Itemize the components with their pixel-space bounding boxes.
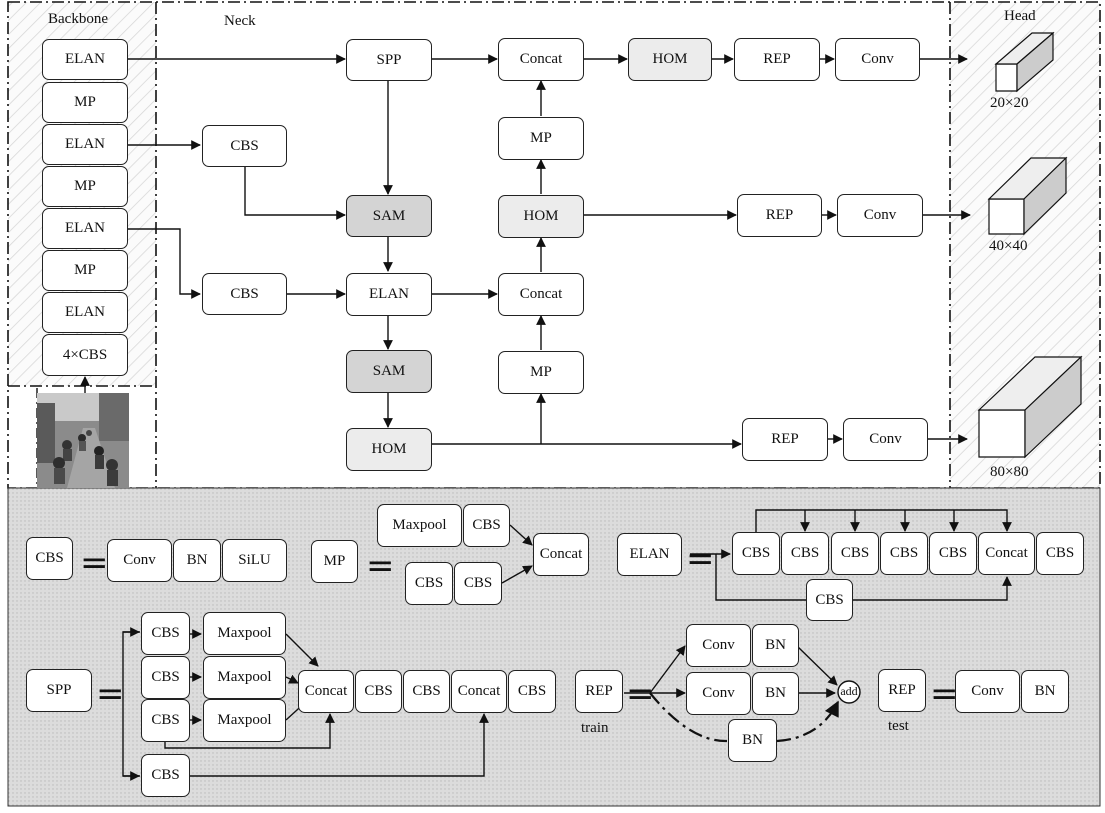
legend-elan-name: ELAN [617, 533, 682, 576]
legend-rep-train-conv: Conv [686, 624, 751, 667]
legend-spp-maxpool: Maxpool [203, 699, 286, 742]
backbone-block: 4×CBS [42, 334, 128, 376]
neck-conv-top: Conv [835, 38, 920, 81]
legend-rep-train-conv: Conv [686, 672, 751, 715]
legend-mp-name: MP [311, 540, 358, 583]
neck-mp-upper: MP [498, 117, 584, 160]
neck-concat-mid: Concat [498, 273, 584, 316]
legend-spp-part: CBS [508, 670, 556, 713]
legend-elan-part: CBS [781, 532, 829, 575]
legend-spp-part: CBS [403, 670, 450, 713]
legend-mp-concat: Concat [533, 533, 589, 576]
head-scale-80: 80×80 [990, 464, 1029, 480]
legend-elan-part: CBS [732, 532, 780, 575]
legend-spp-cbs: CBS [141, 699, 190, 742]
neck-mp-lower: MP [498, 351, 584, 394]
equals-sign: = [80, 543, 109, 583]
neck-section-label: Neck [224, 13, 256, 29]
legend-spp-cbs: CBS [141, 656, 190, 699]
neck-conv-mid: Conv [837, 194, 923, 237]
neck-rep-top: REP [734, 38, 820, 81]
backbone-block: ELAN [42, 292, 128, 333]
backbone-block: MP [42, 82, 128, 123]
legend-mp-part: Maxpool [377, 504, 462, 547]
legend-spp-cbs: CBS [141, 754, 190, 797]
equals-sign: = [366, 546, 395, 586]
legend-rep-train-bn: BN [752, 624, 799, 667]
legend-rep-train-bn: BN [752, 672, 799, 715]
equals-sign: = [686, 539, 715, 579]
legend-rep-train-bn: BN [728, 719, 777, 762]
head-section-label: Head [1004, 8, 1036, 24]
head-cuboids [977, 31, 1083, 459]
legend-spp-maxpool: Maxpool [203, 612, 286, 655]
neck-cbs-upper: CBS [202, 125, 287, 167]
legend-rep-train-name: REP [575, 670, 623, 713]
neck-rep-mid: REP [737, 194, 822, 237]
add-node [837, 680, 861, 704]
legend-cbs-name: CBS [26, 537, 73, 580]
equals-sign: = [96, 674, 125, 714]
head-scale-40: 40×40 [989, 238, 1028, 254]
equals-sign: = [626, 674, 655, 714]
backbone-block: ELAN [42, 39, 128, 80]
input-image [37, 393, 129, 488]
legend-spp-concat: Concat [298, 670, 354, 713]
backbone-block: ELAN [42, 124, 128, 165]
legend-spp-part: CBS [355, 670, 402, 713]
legend-spp-maxpool: Maxpool [203, 656, 286, 699]
legend-cbs-part: BN [173, 539, 221, 582]
legend-elan-part: CBS [1036, 532, 1084, 575]
neck-spp: SPP [346, 39, 432, 81]
neck-elan: ELAN [346, 273, 432, 316]
head-scale-20: 20×20 [990, 95, 1029, 111]
legend-elan-part: CBS [929, 532, 977, 575]
backbone-block: ELAN [42, 208, 128, 249]
legend-mp-part: CBS [405, 562, 453, 605]
cuboid-80 [977, 355, 1083, 459]
legend-rep-test-caption: test [888, 718, 909, 734]
neck-hom-bottom: HOM [346, 428, 432, 471]
legend-elan-part: CBS [831, 532, 879, 575]
legend-mp-part: CBS [463, 504, 510, 547]
backbone-block: MP [42, 250, 128, 291]
neck-hom-mid: HOM [498, 195, 584, 238]
neck-sam-lower: SAM [346, 350, 432, 393]
add-node-label: add [840, 684, 858, 698]
legend-cbs-part: Conv [107, 539, 172, 582]
legend-elan-part: CBS [880, 532, 928, 575]
legend-spp-name: SPP [26, 669, 92, 712]
neck-rep-bottom: REP [742, 418, 828, 461]
legend-rep-test-part: Conv [955, 670, 1020, 713]
legend-spp-concat: Concat [451, 670, 507, 713]
neck-hom-top: HOM [628, 38, 712, 81]
neck-sam-upper: SAM [346, 195, 432, 237]
legend-spp-cbs: CBS [141, 612, 190, 655]
cuboid-20 [994, 31, 1055, 93]
legend-elan-branch: CBS [806, 579, 853, 621]
equals-sign: = [930, 674, 959, 714]
neck-concat-top: Concat [498, 38, 584, 81]
legend-rep-test-name: REP [878, 669, 926, 712]
legend-rep-train-caption: train [581, 720, 609, 736]
backbone-block: MP [42, 166, 128, 207]
legend-cbs-part: SiLU [222, 539, 287, 582]
neck-conv-bottom: Conv [843, 418, 928, 461]
street-photo-icon [37, 393, 129, 488]
legend-mp-part: CBS [454, 562, 502, 605]
neck-cbs-lower: CBS [202, 273, 287, 315]
legend-elan-concat: Concat [978, 532, 1035, 575]
backbone-section-label: Backbone [48, 11, 108, 27]
cuboid-40 [987, 156, 1068, 236]
legend-rep-test-part: BN [1021, 670, 1069, 713]
